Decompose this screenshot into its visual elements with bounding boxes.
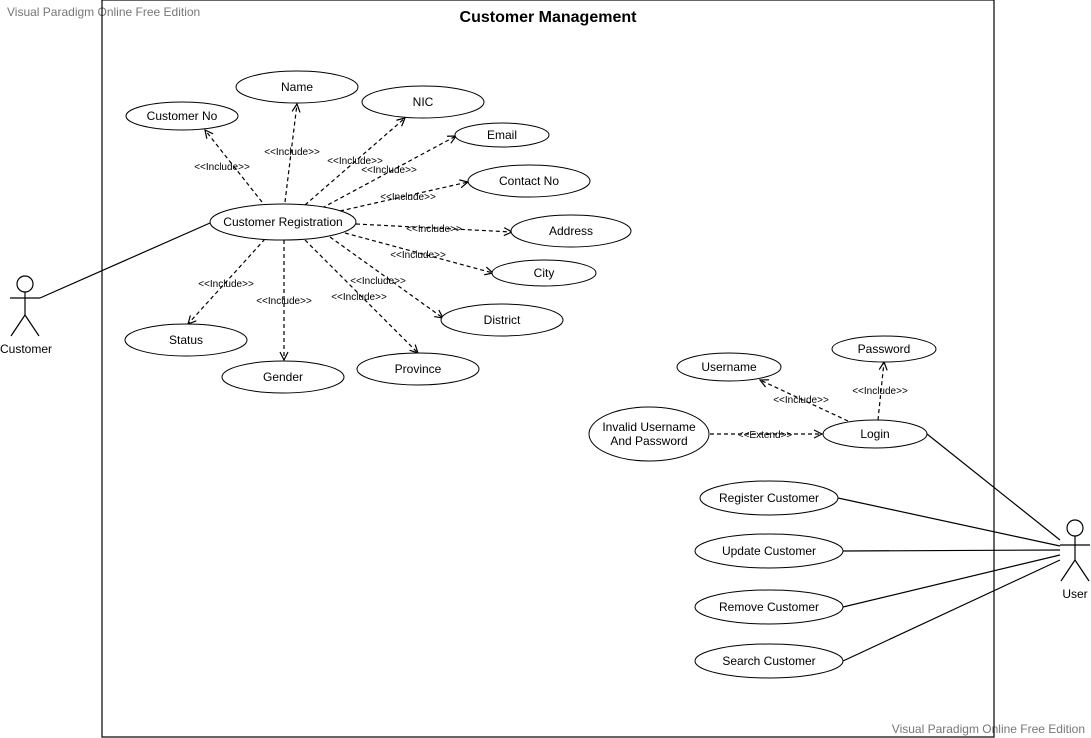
- use-case-search-customer[interactable]: Search Customer: [694, 643, 844, 679]
- label-include: <<Include>>: [380, 192, 436, 203]
- svg-text:And Password: And Password: [610, 434, 687, 448]
- assoc-customer-registration: [39, 222, 211, 299]
- svg-text:Search Customer: Search Customer: [722, 654, 815, 668]
- assoc-user-register: [837, 497, 1061, 547]
- svg-text:Customer Registration: Customer Registration: [223, 215, 342, 229]
- svg-text:Invalid Username: Invalid Username: [602, 420, 696, 434]
- use-case-customer-no[interactable]: Customer No: [125, 101, 239, 131]
- edge-reg-city: [344, 232, 493, 273]
- svg-text:Remove Customer: Remove Customer: [719, 600, 819, 614]
- include-labels: <<Include>> <<Include>> <<Include>> <<In…: [194, 147, 462, 307]
- actor-customer[interactable]: Customer: [0, 275, 52, 356]
- actor-user-label: User: [1062, 587, 1087, 601]
- use-case-customer-registration[interactable]: Customer Registration: [209, 203, 357, 241]
- label-include: <<Include>>: [390, 250, 446, 261]
- svg-text:Contact No: Contact No: [499, 174, 559, 188]
- include-edges: [188, 104, 512, 360]
- watermark-bottom: Visual Paradigm Online Free Edition: [892, 722, 1085, 736]
- actor-customer-label: Customer: [0, 342, 52, 356]
- use-case-remove-customer[interactable]: Remove Customer: [694, 589, 844, 625]
- use-case-email[interactable]: Email: [454, 122, 550, 148]
- edge-login-username: [760, 380, 849, 422]
- use-case-password[interactable]: Password: [831, 335, 937, 363]
- svg-text:Gender: Gender: [263, 370, 303, 384]
- use-case-district[interactable]: District: [440, 303, 564, 337]
- assoc-user-login: [926, 433, 1061, 541]
- label-include: <<Include>>: [264, 147, 320, 158]
- label-include: <<Include>>: [198, 279, 254, 290]
- svg-text:Province: Province: [395, 362, 442, 376]
- edge-reg-address: [355, 223, 512, 232]
- svg-text:Update Customer: Update Customer: [722, 544, 816, 558]
- svg-text:City: City: [534, 266, 555, 280]
- use-case-login[interactable]: Login: [822, 419, 928, 449]
- svg-text:Name: Name: [281, 80, 313, 94]
- svg-text:Customer No: Customer No: [147, 109, 218, 123]
- svg-text:District: District: [484, 313, 521, 327]
- edge-reg-status: [188, 238, 266, 324]
- label-include: <<Include>>: [256, 296, 312, 307]
- watermark-top: Visual Paradigm Online Free Edition: [7, 5, 200, 19]
- use-case-contact-no[interactable]: Contact No: [467, 164, 591, 198]
- svg-text:Login: Login: [860, 427, 889, 441]
- svg-text:Email: Email: [487, 128, 517, 142]
- edge-login-password: [877, 362, 884, 421]
- edge-reg-nic: [304, 118, 405, 206]
- use-case-address[interactable]: Address: [510, 214, 632, 248]
- svg-text:Address: Address: [549, 224, 593, 238]
- edge-reg-email: [321, 136, 456, 209]
- svg-text:NIC: NIC: [413, 95, 434, 109]
- svg-text:Status: Status: [169, 333, 203, 347]
- use-case-invalid-credentials[interactable]: Invalid Username And Password: [588, 406, 710, 462]
- use-case-province[interactable]: Province: [356, 352, 480, 386]
- use-case-username[interactable]: Username: [676, 352, 782, 382]
- login-edges: <<Include>> <<Include>> <<Extend>>: [710, 362, 908, 441]
- use-case-update-customer[interactable]: Update Customer: [694, 533, 844, 569]
- system-boundary: [101, 0, 995, 738]
- associations: [39, 222, 1061, 662]
- assoc-user-remove: [842, 554, 1061, 608]
- label-include: <<Include>>: [852, 386, 908, 397]
- svg-text:Password: Password: [858, 342, 911, 356]
- svg-text:Register Customer: Register Customer: [719, 491, 819, 505]
- edge-reg-province: [304, 239, 418, 353]
- edge-reg-name: [284, 104, 297, 203]
- label-include: <<Include>>: [406, 224, 462, 235]
- label-include: <<Include>>: [331, 292, 387, 303]
- edge-reg-district: [329, 236, 443, 318]
- label-include: <<Include>>: [350, 276, 406, 287]
- label-include: <<Include>>: [194, 162, 250, 173]
- use-case-city[interactable]: City: [491, 259, 597, 287]
- use-case-name[interactable]: Name: [235, 70, 359, 104]
- use-case-register-customer[interactable]: Register Customer: [699, 480, 839, 516]
- assoc-user-search: [842, 559, 1061, 662]
- label-include: <<Include>>: [773, 395, 829, 406]
- label-include: <<Include>>: [361, 165, 417, 176]
- actor-user[interactable]: User: [1060, 519, 1090, 601]
- use-case-status[interactable]: Status: [124, 323, 248, 357]
- edge-reg-contactno: [339, 182, 468, 212]
- label-include: <<Include>>: [327, 156, 383, 167]
- system-title: Customer Management: [460, 9, 638, 26]
- svg-text:Username: Username: [701, 360, 757, 374]
- use-case-gender[interactable]: Gender: [221, 360, 345, 394]
- edge-reg-customerno: [205, 130, 263, 203]
- use-case-nic[interactable]: NIC: [361, 85, 485, 119]
- label-extend: <<Extend>>: [738, 430, 793, 441]
- assoc-user-update: [842, 549, 1061, 552]
